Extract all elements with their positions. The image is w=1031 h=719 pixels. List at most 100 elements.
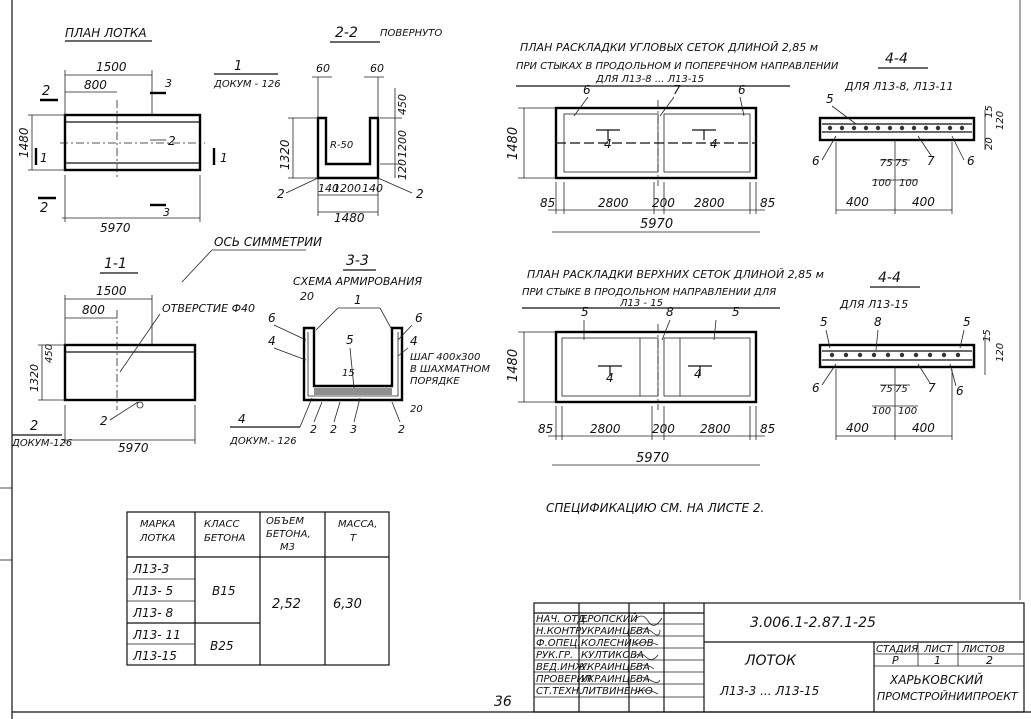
svg-text:4: 4 bbox=[606, 371, 614, 385]
svg-text:МАРКА: МАРКА bbox=[140, 519, 176, 530]
svg-text:ПРИ СТЫКАХ В ПРОДОЛЬНОМ И ПОПЕ: ПРИ СТЫКАХ В ПРОДОЛЬНОМ И ПОПЕРЕЧНОМ НАП… bbox=[516, 61, 839, 72]
svg-text:ДЛЯ Л13-15: ДЛЯ Л13-15 bbox=[839, 298, 908, 311]
svg-text:3: 3 bbox=[350, 423, 357, 436]
side-view-outline bbox=[63, 343, 197, 402]
svg-text:400: 400 bbox=[912, 195, 935, 209]
svg-text:УКРАИНЦЕВА: УКРАИНЦЕВА bbox=[581, 662, 650, 673]
svg-text:2: 2 bbox=[330, 423, 337, 436]
svg-text:ЛОТКА: ЛОТКА bbox=[139, 533, 176, 544]
svg-text:БЕТОНА,: БЕТОНА, bbox=[266, 529, 311, 540]
svg-text:СТ.ТЕХН.: СТ.ТЕХН. bbox=[536, 686, 582, 697]
table-cell-mark: Л13- 8 bbox=[132, 606, 173, 620]
svg-text:400: 400 bbox=[846, 195, 869, 209]
document-code: 3.006.1-2.87.1-25 bbox=[750, 615, 876, 631]
svg-text:6: 6 bbox=[415, 311, 423, 325]
svg-text:5: 5 bbox=[820, 315, 828, 329]
svg-text:5: 5 bbox=[963, 315, 971, 329]
svg-text:75: 75 bbox=[880, 384, 893, 395]
svg-text:4-4: 4-4 bbox=[885, 51, 908, 67]
table-cell-volume: 2,52 bbox=[272, 597, 301, 612]
svg-text:85: 85 bbox=[760, 196, 775, 210]
top-mesh-plan: ПЛАН РАСКЛАДКИ ВЕРХНИХ СЕТОК ДЛИНОЙ 2,85… bbox=[506, 268, 824, 466]
table-cell-mark: Л13- 5 bbox=[132, 584, 173, 598]
svg-text:2: 2 bbox=[310, 423, 317, 436]
title-block: НАЧ. ОТД. Н.КОНТР. Ф.ОПЕЦ. РУК.ГР. ВЕД.И… bbox=[533, 602, 1025, 713]
svg-text:2: 2 bbox=[40, 201, 48, 216]
svg-text:МАССА,: МАССА, bbox=[338, 519, 377, 530]
svg-text:6: 6 bbox=[583, 83, 591, 97]
svg-text:3: 3 bbox=[165, 77, 172, 90]
svg-text:КУЛТИКОВА: КУЛТИКОВА bbox=[581, 650, 644, 661]
svg-text:400: 400 bbox=[846, 421, 869, 435]
svg-text:4: 4 bbox=[694, 367, 702, 381]
svg-text:БЕТОНА: БЕТОНА bbox=[204, 533, 246, 544]
table-cell-mark: Л13-3 bbox=[132, 562, 169, 576]
svg-text:6: 6 bbox=[812, 154, 820, 168]
svg-text:РУК.ГР.: РУК.ГР. bbox=[536, 650, 573, 661]
svg-text:ОСЬ СИММЕТРИИ: ОСЬ СИММЕТРИИ bbox=[214, 235, 322, 249]
item-range: Л13-3 ... Л13-15 bbox=[719, 684, 819, 698]
svg-text:ШАГ 400x300: ШАГ 400x300 bbox=[410, 352, 480, 363]
table-cell-mark: Л13-15 bbox=[132, 649, 177, 663]
svg-text:Р: Р bbox=[892, 654, 899, 667]
svg-text:100: 100 bbox=[898, 406, 917, 417]
svg-text:ДОКУМ - 126: ДОКУМ - 126 bbox=[213, 79, 281, 90]
svg-text:ЛИСТОВ: ЛИСТОВ bbox=[961, 644, 1005, 655]
svg-text:1200: 1200 bbox=[333, 182, 361, 195]
svg-text:4: 4 bbox=[268, 334, 276, 348]
svg-text:60: 60 bbox=[370, 62, 384, 75]
svg-text:120: 120 bbox=[995, 343, 1006, 362]
svg-text:ПРИ СТЫКЕ В ПРОДОЛЬНОМ НАПРАВЛ: ПРИ СТЫКЕ В ПРОДОЛЬНОМ НАПРАВЛЕНИИ ДЛЯ bbox=[522, 287, 776, 298]
svg-text:2: 2 bbox=[986, 654, 993, 667]
svg-text:7: 7 bbox=[928, 381, 936, 395]
spec-note: СПЕЦИФИКАЦИЮ СМ. НА ЛИСТЕ 2. bbox=[546, 501, 764, 515]
svg-text:ПОВЕРНУТО: ПОВЕРНУТО bbox=[380, 28, 442, 39]
signature-scribbles bbox=[633, 615, 663, 695]
svg-text:ПРОМСТРОЙНИИПРОЕКТ: ПРОМСТРОЙНИИПРОЕКТ bbox=[877, 690, 1019, 703]
svg-text:1500: 1500 bbox=[96, 284, 127, 298]
svg-text:800: 800 bbox=[82, 303, 105, 317]
svg-text:2800: 2800 bbox=[590, 422, 621, 436]
svg-text:2800: 2800 bbox=[694, 196, 725, 210]
svg-text:1: 1 bbox=[220, 151, 228, 165]
svg-text:5970: 5970 bbox=[118, 441, 149, 455]
svg-text:6: 6 bbox=[738, 83, 746, 97]
svg-text:6: 6 bbox=[956, 384, 964, 398]
svg-text:20: 20 bbox=[410, 404, 423, 415]
svg-text:СХЕМА АРМИРОВАНИЯ: СХЕМА АРМИРОВАНИЯ bbox=[293, 275, 422, 288]
svg-text:8: 8 bbox=[874, 315, 882, 329]
svg-text:4: 4 bbox=[604, 137, 612, 151]
svg-text:ЛИТВИНЕНКО: ЛИТВИНЕНКО bbox=[580, 686, 653, 697]
svg-text:15: 15 bbox=[984, 105, 995, 118]
svg-text:2: 2 bbox=[416, 187, 424, 201]
svg-text:УКРАИНЦЕВА: УКРАИНЦЕВА bbox=[581, 626, 650, 637]
u-channel-profile bbox=[316, 116, 380, 180]
svg-text:2: 2 bbox=[30, 419, 38, 434]
svg-text:3-3: 3-3 bbox=[346, 253, 369, 269]
section-1-1: 1-1 1500 800 ОТВЕРСТИЕ Ф40 1320 450 5970… bbox=[11, 256, 255, 455]
svg-text:5: 5 bbox=[732, 305, 740, 319]
table-cell-mark: Л13- 11 bbox=[132, 628, 181, 642]
svg-text:4: 4 bbox=[710, 137, 718, 151]
svg-text:ПЛАН РАСКЛАДКИ УГЛОВЫХ СЕТОК Д: ПЛАН РАСКЛАДКИ УГЛОВЫХ СЕТОК ДЛИНОЙ 2,85… bbox=[520, 41, 818, 54]
svg-text:ДОКУМ.- 126: ДОКУМ.- 126 bbox=[229, 436, 297, 447]
svg-text:ПЛАН РАСКЛАДКИ ВЕРХНИХ СЕТОК Д: ПЛАН РАСКЛАДКИ ВЕРХНИХ СЕТОК ДЛИНОЙ 2,85… bbox=[527, 268, 824, 281]
svg-text:ДЛЯ Л13-8 ... Л13-15: ДЛЯ Л13-8 ... Л13-15 bbox=[595, 74, 704, 85]
svg-text:КОЛЕСНИКОВ: КОЛЕСНИКОВ bbox=[581, 638, 654, 649]
svg-text:140: 140 bbox=[318, 182, 339, 195]
table-cell-mass: 6,30 bbox=[333, 597, 362, 612]
svg-text:1480: 1480 bbox=[506, 127, 521, 160]
detail-4-4-b: 4-4 ДЛЯ Л13-15 5 8 5 6 6 7 15 120 75 75 … bbox=[812, 270, 1006, 440]
svg-text:2: 2 bbox=[277, 187, 285, 201]
svg-text:450: 450 bbox=[44, 344, 55, 363]
item-name: ЛОТОК bbox=[744, 653, 797, 669]
svg-text:4: 4 bbox=[238, 412, 246, 426]
plan-outline bbox=[63, 113, 202, 172]
symmetry-axis-callout: ОСЬ СИММЕТРИИ bbox=[181, 235, 322, 283]
svg-text:85: 85 bbox=[760, 422, 775, 436]
svg-text:ПРОВЕРИЛ: ПРОВЕРИЛ bbox=[536, 674, 592, 685]
svg-text:1480: 1480 bbox=[506, 349, 521, 382]
table-cell-class: В15 bbox=[212, 584, 236, 598]
svg-text:140: 140 bbox=[362, 182, 383, 195]
